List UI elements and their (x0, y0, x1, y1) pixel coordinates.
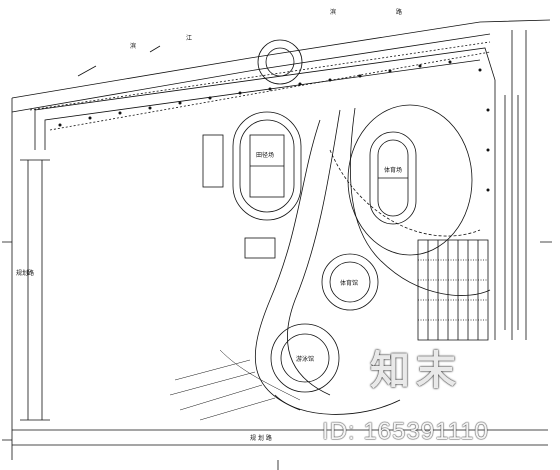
watermark-logo: 知末 (370, 347, 462, 394)
label-field-right: 体育场 (384, 166, 402, 174)
landscape-area (169, 349, 301, 421)
stadium-bowl (347, 104, 473, 256)
top-roundabout (257, 39, 303, 85)
site-boundary (34, 47, 496, 340)
parking-lot (417, 239, 489, 341)
watermark-id: ID: 165391110 (322, 418, 489, 445)
natatorium (270, 323, 340, 393)
label-road-south: 规 划 路 (250, 434, 272, 442)
label-field-left: 田径场 (256, 151, 274, 159)
label-road-west: 规划路 (16, 269, 34, 277)
tree-band (58, 60, 490, 192)
label-hall-lower: 游泳馆 (296, 355, 314, 363)
label-road-north-1: 滨 (130, 42, 136, 50)
label-hall-upper: 体育馆 (340, 279, 358, 287)
river-road (11, 19, 551, 113)
plaza-curve-main (254, 119, 321, 411)
outer-road-east (511, 30, 527, 340)
gymnasium (321, 253, 379, 311)
label-road-north-2: 江 (186, 35, 192, 42)
outer-road-south (12, 429, 548, 446)
label-road-top-a: 滨 (330, 8, 336, 16)
west-road (27, 160, 43, 420)
label-road-top-b: 路 (396, 8, 402, 16)
athletics-track (232, 111, 302, 221)
building-block (202, 134, 224, 188)
